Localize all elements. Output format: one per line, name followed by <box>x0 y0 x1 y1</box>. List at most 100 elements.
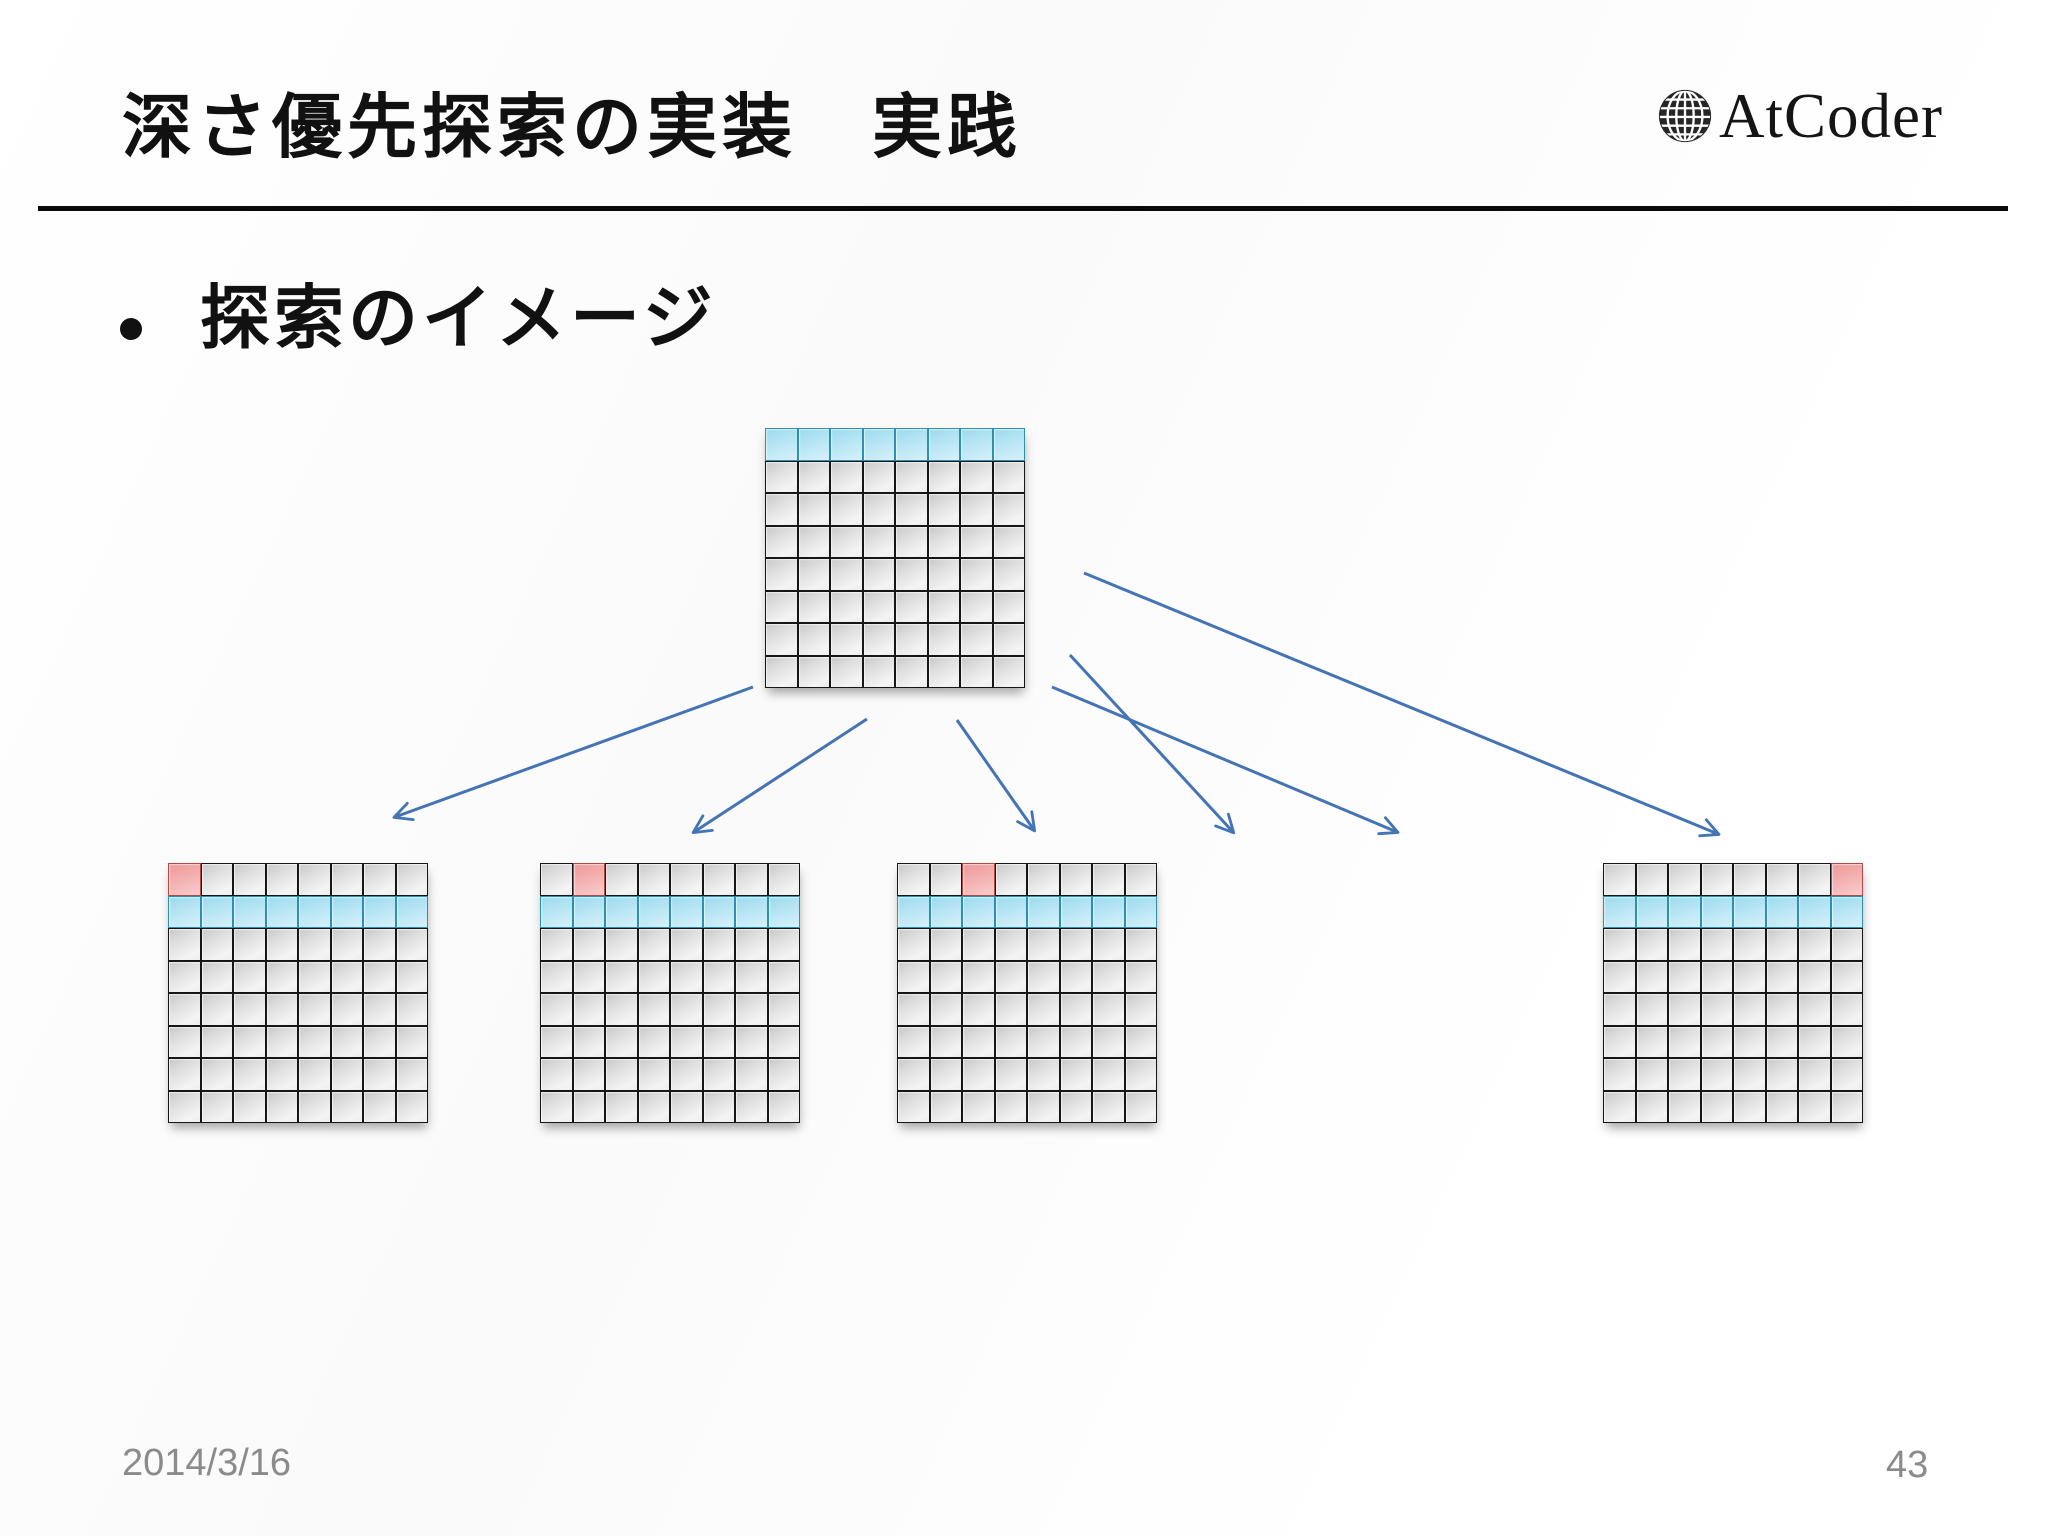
frontier-cell <box>1668 895 1701 928</box>
empty-cell <box>605 863 638 896</box>
frontier-cell <box>200 895 233 928</box>
branch-arrow-2 <box>691 717 868 835</box>
branch-arrow-1 <box>392 685 754 822</box>
empty-cell <box>168 928 201 961</box>
empty-cell <box>1092 928 1125 961</box>
frontier-cell <box>330 895 363 928</box>
empty-cell <box>962 1058 995 1091</box>
empty-cell <box>1603 928 1636 961</box>
empty-cell <box>735 960 768 993</box>
empty-cell <box>960 623 993 656</box>
empty-cell <box>797 655 830 688</box>
empty-cell <box>895 590 928 623</box>
empty-cell <box>765 493 798 526</box>
empty-cell <box>797 623 830 656</box>
empty-cell <box>765 590 798 623</box>
frontier-cell <box>735 895 768 928</box>
frontier-cell <box>1733 895 1766 928</box>
empty-cell <box>992 493 1025 526</box>
empty-cell <box>1668 1090 1701 1123</box>
board-root <box>765 428 1025 688</box>
empty-cell <box>1700 1090 1733 1123</box>
empty-cell <box>927 655 960 688</box>
empty-cell <box>265 928 298 961</box>
empty-cell <box>1603 993 1636 1026</box>
empty-cell <box>927 558 960 591</box>
empty-cell <box>1635 993 1668 1026</box>
empty-cell <box>1668 928 1701 961</box>
empty-cell <box>1700 960 1733 993</box>
empty-cell <box>168 1058 201 1091</box>
frontier-cell <box>1830 895 1863 928</box>
empty-cell <box>637 863 670 896</box>
empty-cell <box>994 1058 1027 1091</box>
empty-cell <box>330 993 363 1026</box>
empty-cell <box>363 1025 396 1058</box>
empty-cell <box>960 590 993 623</box>
empty-cell <box>1092 863 1125 896</box>
empty-cell <box>962 960 995 993</box>
empty-cell <box>1733 1025 1766 1058</box>
empty-cell <box>395 863 428 896</box>
frontier-cell <box>767 895 800 928</box>
empty-cell <box>1798 1058 1831 1091</box>
empty-cell <box>168 1025 201 1058</box>
empty-cell <box>670 863 703 896</box>
empty-cell <box>572 993 605 1026</box>
empty-cell <box>200 960 233 993</box>
empty-cell <box>670 993 703 1026</box>
globe-icon <box>1658 89 1712 143</box>
empty-cell <box>605 928 638 961</box>
frontier-cell <box>862 428 895 461</box>
empty-cell <box>670 1058 703 1091</box>
empty-cell <box>830 558 863 591</box>
empty-cell <box>1027 1090 1060 1123</box>
empty-cell <box>735 863 768 896</box>
empty-cell <box>992 655 1025 688</box>
empty-cell <box>637 1058 670 1091</box>
empty-cell <box>168 1090 201 1123</box>
empty-cell <box>1092 960 1125 993</box>
empty-cell <box>1059 960 1092 993</box>
empty-cell <box>363 993 396 1026</box>
empty-cell <box>702 863 735 896</box>
empty-cell <box>1668 993 1701 1026</box>
empty-cell <box>927 623 960 656</box>
empty-cell <box>605 993 638 1026</box>
empty-cell <box>330 960 363 993</box>
frontier-cell <box>830 428 863 461</box>
empty-cell <box>765 558 798 591</box>
empty-cell <box>1059 863 1092 896</box>
empty-cell <box>767 1090 800 1123</box>
frontier-cell <box>168 895 201 928</box>
empty-cell <box>994 960 1027 993</box>
empty-cell <box>1124 863 1157 896</box>
empty-cell <box>200 863 233 896</box>
frontier-cell <box>1092 895 1125 928</box>
empty-cell <box>233 1090 266 1123</box>
board-child-col-8 <box>1603 863 1863 1123</box>
empty-cell <box>1765 993 1798 1026</box>
empty-cell <box>897 928 930 961</box>
empty-cell <box>298 1090 331 1123</box>
empty-cell <box>897 1090 930 1123</box>
empty-cell <box>637 960 670 993</box>
empty-cell <box>233 960 266 993</box>
empty-cell <box>992 558 1025 591</box>
empty-cell <box>929 960 962 993</box>
board-child-col-1 <box>168 863 428 1123</box>
empty-cell <box>395 1025 428 1058</box>
empty-cell <box>1830 928 1863 961</box>
frontier-cell <box>960 428 993 461</box>
frontier-cell <box>670 895 703 928</box>
empty-cell <box>1635 928 1668 961</box>
empty-cell <box>1027 1058 1060 1091</box>
empty-cell <box>1027 1025 1060 1058</box>
empty-cell <box>1765 960 1798 993</box>
empty-cell <box>330 1090 363 1123</box>
board-child-col-3 <box>897 863 1157 1123</box>
title-divider <box>38 206 2008 211</box>
empty-cell <box>767 1025 800 1058</box>
empty-cell <box>1798 1090 1831 1123</box>
empty-cell <box>765 655 798 688</box>
